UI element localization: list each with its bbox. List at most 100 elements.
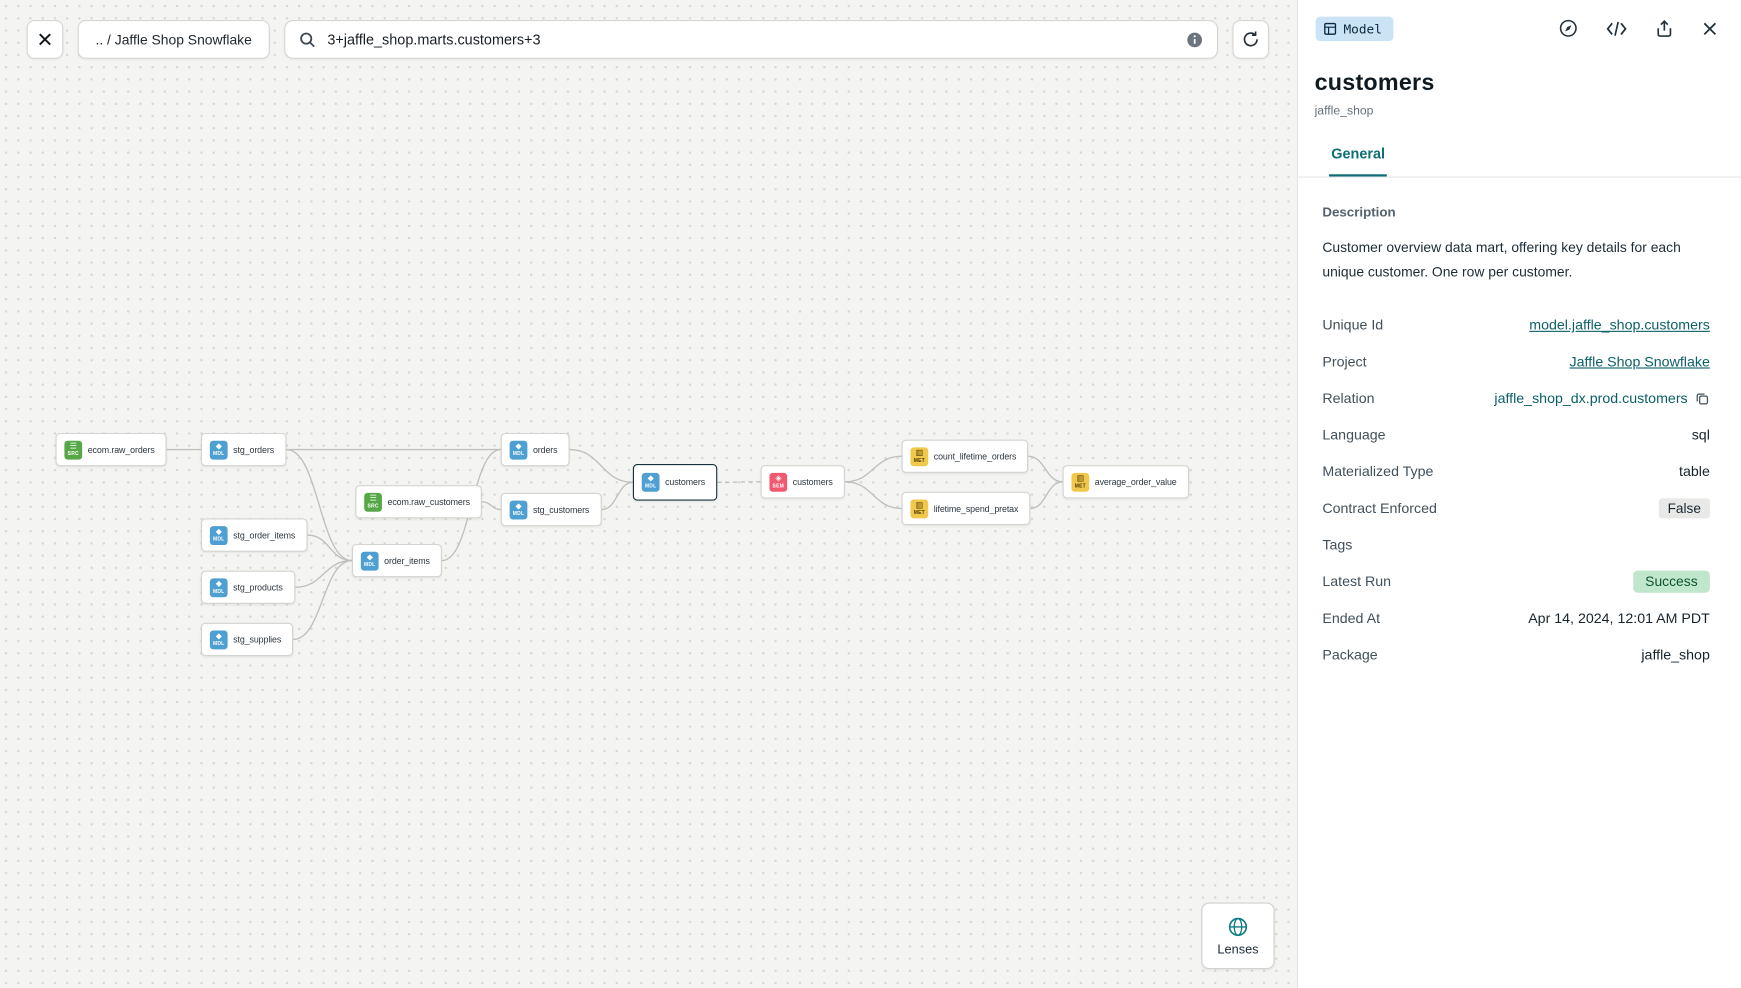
node-label: order_items xyxy=(384,555,430,566)
detail-row-latest-run: Latest Run Success xyxy=(1322,569,1710,593)
detail-value-ended-at: Apr 14, 2024, 12:01 AM PDT xyxy=(1528,609,1710,627)
edge-stg_orders-to-order_items xyxy=(286,448,353,562)
model-icon xyxy=(1323,22,1337,35)
detail-value-language: sql xyxy=(1691,426,1710,443)
model-package-name: jaffle_shop xyxy=(1314,104,1374,118)
edge-stg_customers-to-customers xyxy=(601,481,633,511)
detail-value-unique-id-link[interactable]: model.jaffle_shop.customers xyxy=(1529,316,1710,334)
panel-tabs: General xyxy=(1297,144,1741,178)
detail-value-latest-run-badge: Success xyxy=(1632,570,1710,593)
search-icon xyxy=(298,31,316,49)
resource-type-badge: Model xyxy=(1315,16,1394,41)
edge-stg_supplies-to-order_items xyxy=(293,559,353,641)
detail-label-package: Package xyxy=(1322,646,1378,663)
graph-node-orders[interactable]: ◆MDL orders xyxy=(500,432,570,467)
panel-header: Model xyxy=(1298,0,1741,41)
close-icon xyxy=(1701,19,1719,37)
graph-node-order_items[interactable]: ◆MDL order_items xyxy=(351,543,443,578)
graph-node-lifetime_spend_pretax[interactable]: ▥MET lifetime_spend_pretax xyxy=(901,491,1031,526)
detail-label-language: Language xyxy=(1322,426,1386,443)
refresh-button[interactable] xyxy=(1232,19,1270,59)
mdl-type-icon: ◆MDL xyxy=(509,440,528,460)
node-label: customers xyxy=(792,476,833,487)
close-lineage-button[interactable] xyxy=(26,19,64,59)
node-label: stg_customers xyxy=(532,504,590,515)
node-label: stg_supplies xyxy=(233,634,282,645)
detail-row-ended-at: Ended At Apr 14, 2024, 12:01 AM PDT xyxy=(1322,606,1709,629)
selector-input[interactable] xyxy=(325,29,1177,49)
edge-customers_sem-to-lifetime_spend_pretax xyxy=(844,481,902,510)
lenses-button[interactable]: Lenses xyxy=(1201,902,1275,970)
detail-label-contract-enforced: Contract Enforced xyxy=(1322,499,1437,517)
close-panel-button[interactable] xyxy=(1699,17,1721,39)
detail-value-package: jaffle_shop xyxy=(1641,646,1710,663)
explore-lineage-button[interactable] xyxy=(1556,16,1582,42)
lineage-toolbar: .. / Jaffle Shop Snowflake xyxy=(26,19,1270,59)
lenses-label: Lenses xyxy=(1217,943,1259,957)
met-type-icon: ▥MET xyxy=(910,498,929,518)
edge-ecom_raw_customers-to-stg_customers xyxy=(481,501,501,511)
detail-label-tags: Tags xyxy=(1322,536,1353,553)
node-label: stg_orders xyxy=(233,444,275,455)
detail-label-relation: Relation xyxy=(1322,389,1375,407)
close-icon xyxy=(37,31,54,48)
edge-stg_order_items-to-order_items xyxy=(307,534,352,562)
detail-value-relation: jaffle_shop_dx.prod.customers xyxy=(1494,389,1688,407)
graph-node-stg_orders[interactable]: ◆MDL stg_orders xyxy=(200,432,287,467)
edge-customers-to-customers_sem xyxy=(717,481,761,484)
detail-value-contract-enforced-badge: False xyxy=(1658,497,1710,518)
breadcrumb-label: .. / Jaffle Shop Snowflake xyxy=(95,31,252,48)
copy-icon[interactable] xyxy=(1694,390,1710,406)
node-label: average_order_value xyxy=(1094,476,1177,487)
detail-value-materialized-type: table xyxy=(1679,462,1710,480)
mdl-type-icon: ◆MDL xyxy=(209,577,228,597)
tab-general[interactable]: General xyxy=(1329,145,1388,177)
detail-value-project-link[interactable]: Jaffle Shop Snowflake xyxy=(1569,353,1710,370)
lineage-canvas[interactable]: .. / Jaffle Shop Snowflake xyxy=(0,0,1297,988)
mdl-type-icon: ◆MDL xyxy=(209,629,228,649)
edge-count_lifetime_orders-to-average_order_value xyxy=(1028,455,1063,483)
code-icon xyxy=(1605,19,1627,37)
node-label: orders xyxy=(532,444,558,455)
view-code-button[interactable] xyxy=(1603,17,1630,39)
info-icon[interactable] xyxy=(1186,31,1204,49)
mdl-type-icon: ◆MDL xyxy=(209,440,228,460)
edge-customers_sem-to-count_lifetime_orders xyxy=(844,455,902,483)
detail-label-ended-at: Ended At xyxy=(1322,609,1381,627)
detail-row-relation: Relation jaffle_shop_dx.prod.customers xyxy=(1322,386,1709,409)
refresh-icon xyxy=(1241,30,1260,49)
src-type-icon: ☰SRC xyxy=(64,440,83,460)
mdl-type-icon: ◆MDL xyxy=(360,551,379,571)
met-type-icon: ▥MET xyxy=(910,446,929,466)
node-label: lifetime_spend_pretax xyxy=(933,503,1019,514)
edge-stg_products-to-order_items xyxy=(295,559,352,588)
description-label: Description xyxy=(1322,204,1396,220)
lineage-edges xyxy=(166,448,1063,641)
description-text: Customer overview data mart, offering ke… xyxy=(1322,239,1681,280)
edge-orders-to-customers xyxy=(569,448,633,484)
breadcrumb[interactable]: .. / Jaffle Shop Snowflake xyxy=(77,19,270,59)
node-label: ecom.raw_customers xyxy=(387,496,470,507)
edge-lifetime_spend_pretax-to-average_order_value xyxy=(1030,481,1063,510)
share-icon xyxy=(1654,18,1674,38)
share-button[interactable] xyxy=(1652,16,1676,40)
detail-row-tags: Tags xyxy=(1322,533,1709,556)
detail-label-latest-run: Latest Run xyxy=(1322,572,1392,590)
detail-row-contract-enforced: Contract Enforced False xyxy=(1322,496,1710,519)
mdl-type-icon: ◆MDL xyxy=(641,472,660,492)
detail-row-language: Language sql xyxy=(1322,423,1709,446)
globe-icon xyxy=(1226,915,1250,939)
graph-node-stg_supplies[interactable]: ◆MDL stg_supplies xyxy=(200,622,294,657)
